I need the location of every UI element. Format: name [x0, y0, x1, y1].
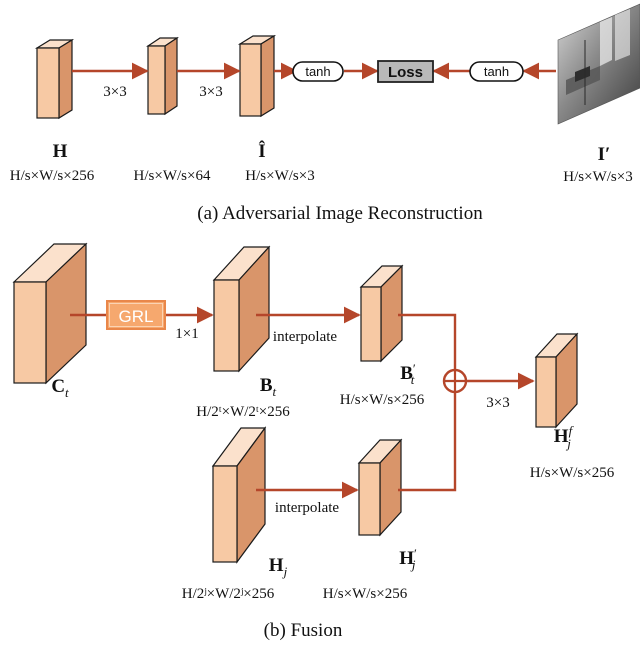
symbol-b-t-prime-base: B: [400, 363, 413, 384]
panel-a: 3×3 3×3 tanh Loss tanh H H/s×W/s×256 H/s…: [10, 3, 640, 224]
symbol-c-t: Ct: [51, 376, 69, 400]
symbol-b-t-prime-mark: ′: [413, 361, 416, 376]
conv-label-1: 3×3: [103, 84, 126, 100]
symbol-h-j-sub: j: [282, 564, 288, 579]
symbol-b-t-prime-sub: t: [411, 372, 415, 387]
feature-block-b-t: [212, 245, 271, 373]
loss-label: Loss: [388, 64, 423, 81]
dims-h-j-fused: H/s×W/s×256: [530, 465, 615, 481]
conv-3x3-label: 3×3: [486, 395, 509, 411]
feature-block-h-j-fused: [534, 332, 579, 429]
feature-block-h-j-prime: [357, 438, 403, 537]
dims-h-j-prime: H/s×W/s×256: [323, 586, 408, 602]
tanh-left-box: tanh: [292, 61, 344, 82]
grl-label: GRL: [119, 307, 154, 326]
symbol-i-prime: I′: [598, 144, 611, 165]
interpolate-bottom-label: interpolate: [275, 500, 339, 516]
line-b-prime-to-sum: [398, 313, 457, 370]
feature-block-64: [146, 36, 179, 116]
dims-64: H/s×W/s×64: [134, 168, 211, 184]
panel-b: GRL 1×1 interpolate interpolate 3×3 Ct B…: [12, 242, 615, 641]
feature-block-i-hat: [237, 34, 277, 118]
caption-panel-a: (a) Adversarial Image Reconstruction: [197, 203, 483, 224]
dims-b-t-prime: H/s×W/s×256: [340, 392, 425, 408]
dims-b-t: H/2ᵗ×W/2ᵗ×256: [196, 404, 290, 420]
symbol-i-hat: Î: [258, 140, 265, 162]
symbol-h-j-prime-base: H: [399, 548, 414, 569]
feature-block-h: [34, 38, 75, 120]
grl-box: GRL: [106, 300, 166, 330]
symbol-h-j-fused-base: H: [554, 426, 569, 447]
symbol-h-j-prime: H′j: [399, 546, 417, 572]
caption-panel-b: (b) Fusion: [264, 620, 343, 641]
dims-h-j: H/2ʲ×W/2ʲ×256: [182, 586, 275, 602]
symbol-b-t-sub: t: [273, 384, 277, 399]
feature-block-h-j: [211, 426, 267, 564]
symbol-h-j-base: H: [269, 555, 284, 576]
feature-block-b-t-prime: [359, 264, 404, 363]
symbol-h: H: [53, 141, 68, 162]
tanh-right-label: tanh: [484, 64, 509, 79]
loss-box: Loss: [377, 60, 434, 83]
symbol-b-t-base: B: [260, 375, 273, 396]
dims-h: H/s×W/s×256: [10, 168, 95, 184]
input-image-street-photo: [557, 3, 640, 125]
symbol-b-t-prime: B′t: [400, 361, 416, 387]
symbol-h-j: Hj: [269, 555, 288, 579]
circle-plus-icon: [442, 368, 468, 394]
symbol-h-j-fused-sup: f: [569, 423, 575, 438]
symbol-c-t-sub: t: [65, 385, 69, 400]
symbol-b-t: Bt: [260, 375, 277, 399]
conv-label-2: 3×3: [199, 84, 222, 100]
symbol-h-j-prime-mark: ′: [414, 546, 417, 561]
dims-i-prime: H/s×W/s×3: [563, 169, 632, 185]
line-h-prime-to-sum: [398, 393, 457, 492]
symbol-h-j-prime-sub: j: [410, 557, 416, 572]
symbol-c-t-base: C: [51, 376, 65, 397]
dims-i-hat: H/s×W/s×3: [245, 168, 314, 184]
symbol-h-j-fused-sub: j: [565, 436, 571, 451]
interpolate-top-label: interpolate: [273, 329, 337, 345]
tanh-right-box: tanh: [469, 61, 524, 82]
feature-block-c-t: [12, 242, 88, 385]
conv-1x1-label: 1×1: [175, 326, 198, 342]
tanh-left-label: tanh: [305, 64, 330, 79]
